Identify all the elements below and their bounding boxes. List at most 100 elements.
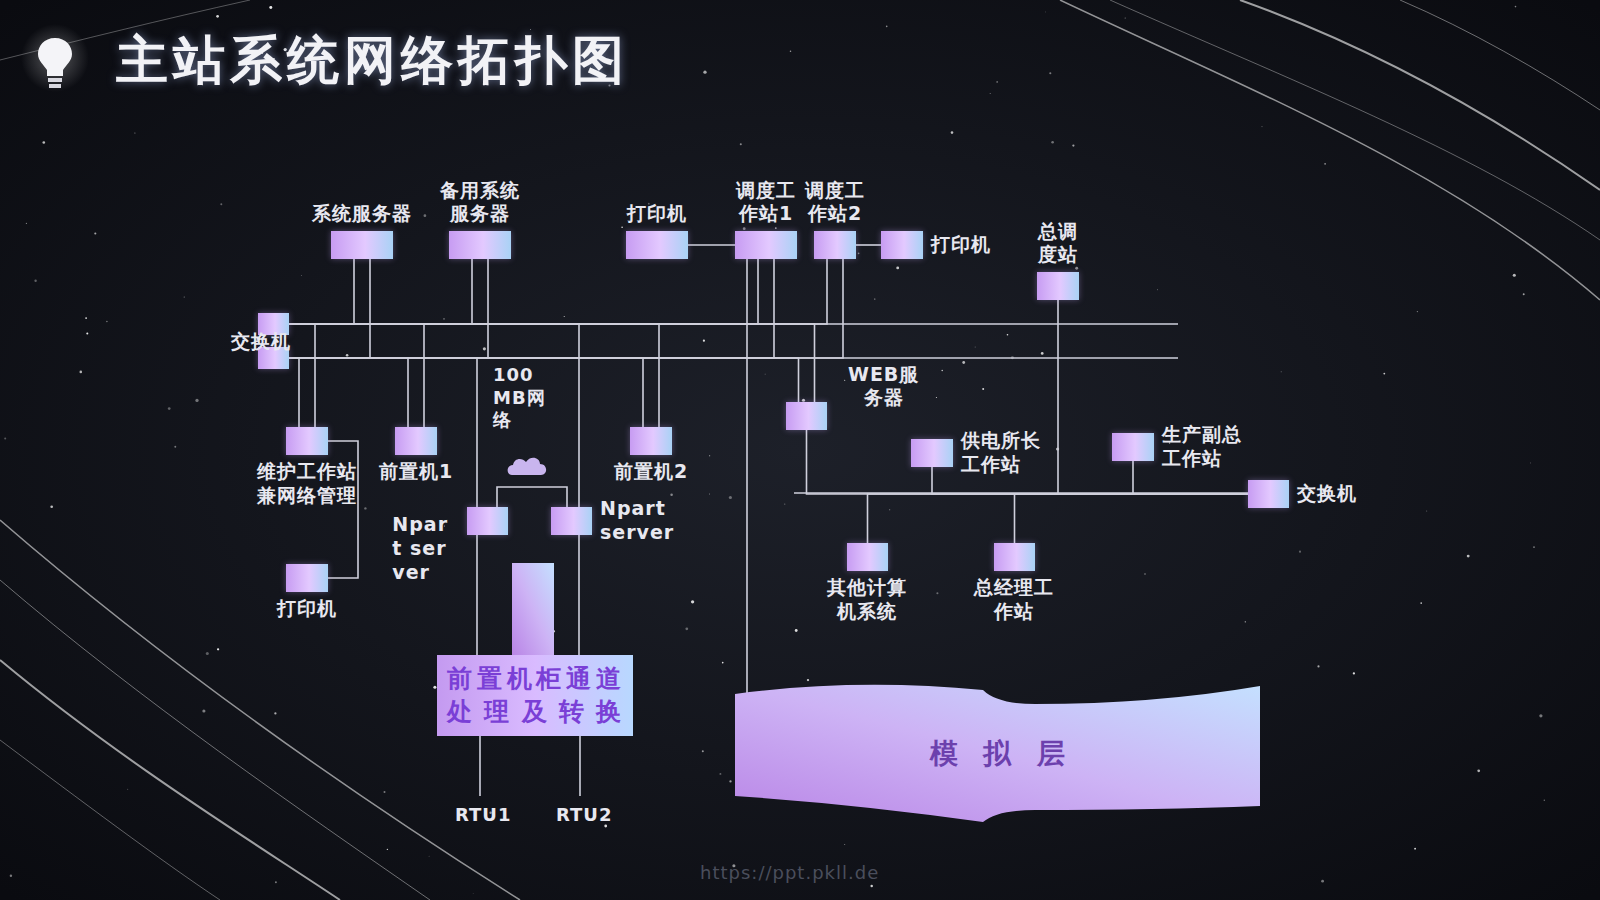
device-box: 总经理工作站 [994, 543, 1035, 571]
node-label: 前置机1 [379, 460, 453, 484]
star [387, 849, 388, 850]
star [962, 361, 965, 364]
band-fill [735, 685, 1260, 822]
star [936, 397, 937, 398]
device-box: 交换机 [258, 313, 289, 369]
star [4, 438, 6, 440]
star [364, 507, 366, 509]
star [1467, 555, 1470, 558]
star [300, 275, 302, 277]
star [1523, 293, 1525, 295]
rtu-label: RTU2 [556, 804, 612, 827]
star [443, 318, 445, 320]
star [1299, 551, 1301, 553]
node-label: 前置机2 [614, 460, 688, 484]
star [85, 317, 87, 319]
node-label: 模拟层 [735, 736, 1260, 771]
star [50, 505, 53, 508]
network-link [1058, 300, 1248, 494]
star [1072, 144, 1074, 146]
star [1414, 848, 1416, 850]
star [1049, 72, 1051, 74]
node-label: 打印机 [627, 202, 687, 226]
network-cloud [497, 458, 567, 507]
star [936, 592, 938, 594]
node-label: 总经理工作站 [971, 576, 1058, 624]
star [1533, 546, 1535, 548]
network-label: 100MB网络 [493, 364, 552, 432]
star [889, 509, 890, 510]
star [784, 504, 785, 505]
star [274, 712, 276, 714]
star [1245, 621, 1246, 622]
star [94, 232, 96, 234]
star [1261, 126, 1262, 127]
star [86, 332, 88, 334]
bus-lines [289, 324, 1248, 493]
device-box: 其他计算机系统 [847, 543, 888, 571]
device-box: 维护工作站兼网络管理 [286, 427, 328, 455]
star [1513, 274, 1516, 277]
device-box: 打印机 [286, 564, 328, 592]
star [217, 648, 219, 650]
bulb-icon [21, 24, 89, 92]
star [795, 629, 798, 632]
stars [4, 6, 1545, 894]
device-box: 调度工作站1 [735, 231, 797, 259]
star [10, 875, 12, 877]
star [424, 214, 427, 217]
star [996, 81, 998, 83]
simulation-layer: 模拟层 [735, 682, 1260, 824]
device-box: WEB服务器 [786, 402, 827, 430]
cabinet-box: 前置机柜通道处理及转换 [437, 655, 633, 736]
node-label: 打印机 [931, 233, 991, 257]
node-label: 调度工作站1 [733, 179, 800, 227]
device-box: 打印机 [881, 231, 923, 259]
star [722, 662, 724, 664]
star [26, 223, 27, 224]
star [709, 455, 710, 456]
star [1144, 573, 1146, 575]
network-link [746, 259, 748, 694]
star [42, 141, 45, 144]
star [844, 844, 845, 845]
star [1324, 163, 1326, 165]
node-label: 备用系统服务器 [438, 179, 522, 227]
star [604, 825, 607, 828]
node-label: WEB服务器 [839, 363, 928, 411]
network-link [289, 259, 774, 358]
star [275, 881, 277, 883]
star [134, 132, 135, 133]
node-label: 生产副总工作站 [1162, 423, 1246, 471]
network-link [289, 324, 424, 427]
star [106, 321, 107, 322]
star [764, 373, 766, 375]
node-label: 打印机 [277, 597, 337, 621]
node-label: Npart server [600, 497, 674, 545]
star [1353, 672, 1355, 674]
star [483, 347, 486, 350]
star [1321, 880, 1324, 883]
star [202, 709, 205, 712]
star [428, 855, 430, 857]
star [886, 26, 888, 28]
star [220, 203, 222, 205]
device-box: 总调度站 [1037, 272, 1079, 300]
star [1383, 373, 1385, 375]
device-box: 备用系统服务器 [449, 231, 511, 259]
star [896, 266, 899, 269]
network-link [476, 535, 478, 655]
device-box: 前置机2 [630, 427, 672, 455]
star [1530, 462, 1532, 464]
rtu-label: RTU1 [455, 804, 511, 827]
rtu-lines [480, 731, 580, 796]
switch-box [258, 313, 289, 335]
network-link [688, 244, 735, 246]
star [719, 773, 721, 775]
star [1515, 6, 1517, 8]
star [702, 750, 704, 752]
watermark: https://ppt.pkll.de [700, 862, 879, 885]
